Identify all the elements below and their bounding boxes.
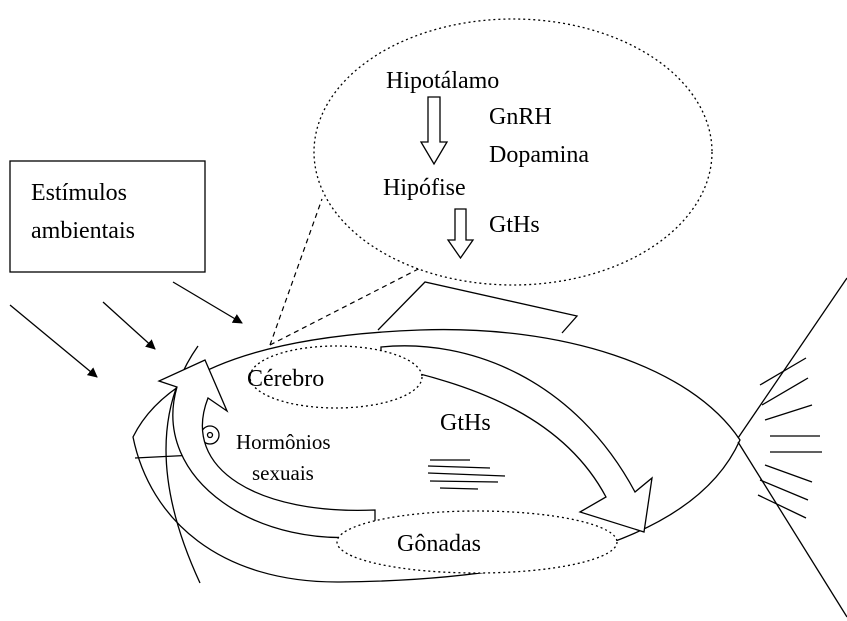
stimulus-arrows (10, 282, 242, 377)
gths-curved-arrow (381, 346, 652, 532)
brain-label: Cérebro (247, 366, 324, 392)
stimulus-label-line1: Estímulos (31, 180, 127, 206)
tail-fin-rays (758, 358, 822, 518)
dopamine-label: Dopamina (489, 142, 589, 168)
fish-gths-label: GtHs (440, 410, 491, 436)
hormones-label-line2: sexuais (252, 461, 314, 485)
hormones-label-line1: Hormônios (236, 430, 331, 454)
pituitary-label: Hipófise (383, 175, 466, 201)
gonads-label: Gônadas (397, 531, 481, 557)
stimulus-arrow (173, 282, 242, 323)
stimulus-box (10, 161, 205, 272)
pectoral-fin-lines (428, 460, 505, 489)
hypothalamus-label: Hipotálamo (386, 68, 499, 94)
gnrh-label: GnRH (489, 104, 552, 130)
stimulus-arrow (10, 305, 97, 377)
dorsal-fin (378, 282, 577, 333)
bubble-gths-label: GtHs (489, 212, 540, 238)
tail-fin-lower (738, 442, 847, 617)
tail-fin-upper (738, 278, 847, 438)
stimulus-label-line2: ambientais (31, 218, 135, 244)
stimulus-arrow (103, 302, 155, 349)
